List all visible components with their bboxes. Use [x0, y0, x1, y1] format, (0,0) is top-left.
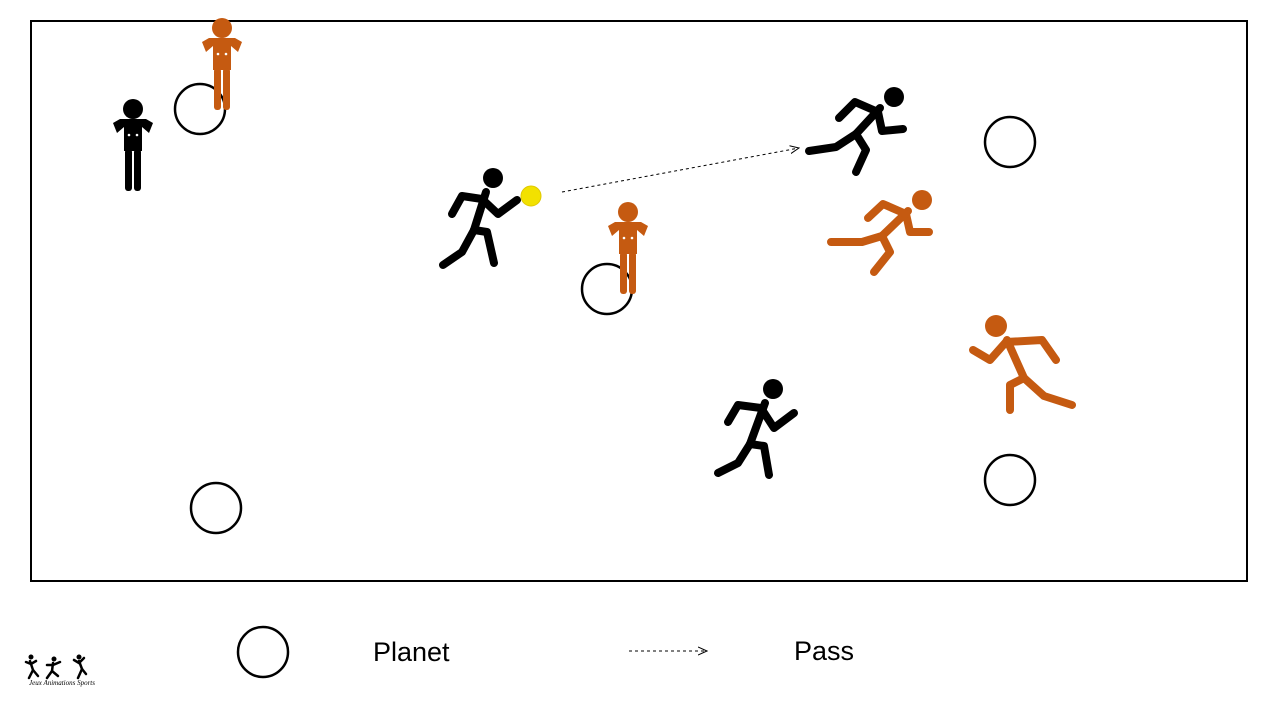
logo-icon — [24, 654, 88, 680]
pass-arrow — [561, 148, 799, 193]
player-team-a-throwing — [439, 168, 542, 269]
player-team-a-running — [714, 379, 798, 479]
player-team-b-standing — [608, 202, 648, 294]
legend-planet-label: Planet — [373, 637, 450, 667]
ball-icon — [520, 185, 542, 207]
player-team-b-running — [827, 190, 933, 276]
planet-marker — [189, 481, 243, 535]
legend-pass-label: Pass — [794, 636, 855, 666]
player-team-a-standing — [113, 99, 153, 191]
playing-field — [30, 20, 1248, 582]
player-team-b-running — [969, 315, 1076, 414]
legend-planet-icon — [236, 625, 290, 679]
planet-marker — [983, 453, 1037, 507]
player-team-a-running — [805, 87, 907, 176]
logo-text: Jeux Animations Sports — [29, 679, 95, 687]
planet-marker — [983, 115, 1037, 169]
